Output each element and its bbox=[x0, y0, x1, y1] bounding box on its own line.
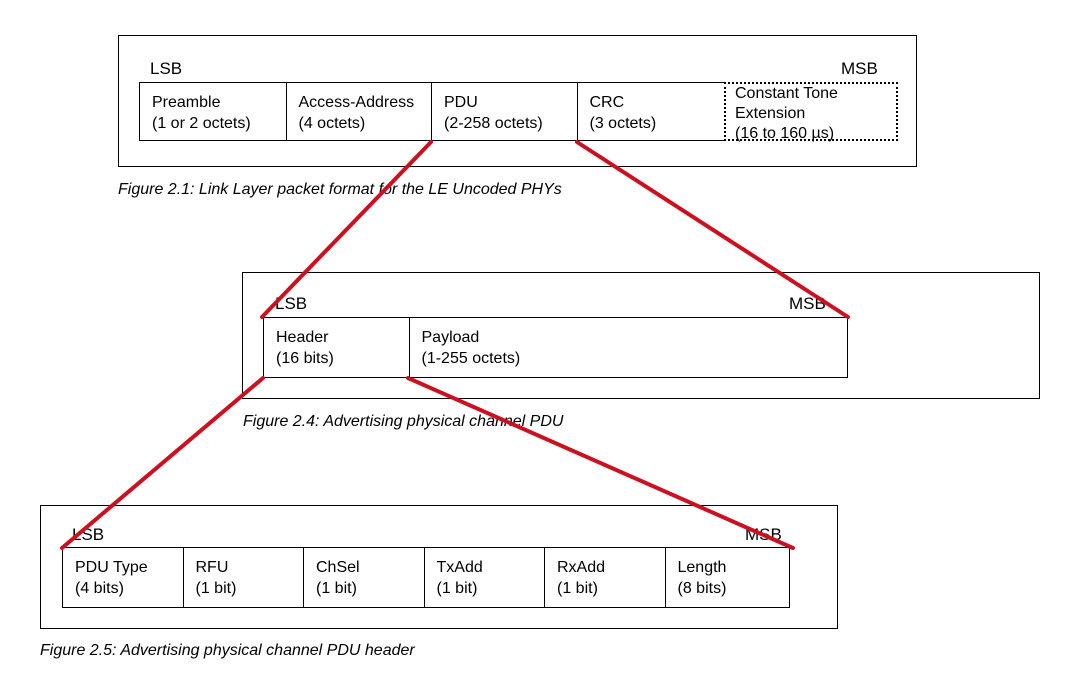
field-size: (1-255 octets) bbox=[421, 350, 521, 367]
field-name-line2: Extension bbox=[735, 105, 806, 122]
field-name: TxAdd bbox=[436, 559, 483, 576]
field-size: (16 bits) bbox=[276, 350, 334, 367]
field-name: Payload bbox=[421, 329, 480, 346]
fig-2-1-msb-label: MSB bbox=[841, 59, 878, 78]
fig-2-5-msb-label: MSB bbox=[745, 525, 782, 544]
field-size: (1 bit) bbox=[436, 580, 478, 597]
field-name: RFU bbox=[195, 559, 229, 576]
field-size: (4 octets) bbox=[298, 115, 366, 132]
field-size: (1 bit) bbox=[195, 580, 237, 597]
field-name: Preamble bbox=[152, 94, 221, 111]
field-size: (16 to 160 µs) bbox=[735, 125, 835, 142]
field-rxadd: RxAdd (1 bit) bbox=[544, 547, 666, 608]
field-name: ChSel bbox=[316, 559, 360, 576]
field-size: (4 bits) bbox=[75, 580, 124, 597]
field-size: (1 or 2 octets) bbox=[152, 115, 251, 132]
fig-2-5-lsb-label: LSB bbox=[72, 525, 105, 544]
field-size: (3 octets) bbox=[589, 115, 657, 132]
field-length: Length (8 bits) bbox=[664, 547, 790, 608]
figure-2-5-caption: Figure 2.5: Advertising physical channel… bbox=[40, 642, 415, 659]
field-txadd: TxAdd (1 bit) bbox=[423, 547, 546, 608]
figure-2-1-caption: Figure 2.1: Link Layer packet format for… bbox=[118, 181, 562, 198]
field-pdu: PDU (2-258 octets) bbox=[431, 82, 578, 141]
field-name: PDU Type bbox=[75, 559, 148, 576]
fig-2-4-lsb-label: LSB bbox=[275, 294, 308, 313]
field-name: Length bbox=[677, 559, 727, 576]
field-name: RxAdd bbox=[557, 559, 606, 576]
fig-2-1-lsb-label: LSB bbox=[150, 59, 183, 78]
field-size: (2-258 octets) bbox=[444, 115, 543, 132]
field-size: (1 bit) bbox=[557, 580, 598, 597]
field-size: (8 bits) bbox=[677, 580, 727, 597]
field-name: PDU bbox=[444, 94, 478, 111]
field-size: (1 bit) bbox=[316, 580, 357, 597]
field-rfu: RFU (1 bit) bbox=[182, 547, 305, 608]
pdu-header-row: PDU Type (4 bits) RFU (1 bit) ChSel (1 b… bbox=[62, 547, 790, 608]
field-name: Access-Address bbox=[298, 94, 415, 111]
field-pdu-type: PDU Type (4 bits) bbox=[62, 547, 184, 608]
advertising-pdu-row: Header (16 bits) Payload (1-255 octets) bbox=[263, 317, 848, 378]
fig-2-4-msb-label: MSB bbox=[789, 294, 826, 313]
field-header: Header (16 bits) bbox=[263, 317, 410, 378]
field-name: CRC bbox=[589, 94, 625, 111]
field-access-address: Access-Address (4 octets) bbox=[285, 82, 433, 141]
field-constant-tone-extension: Constant Tone Extension (16 to 160 µs) bbox=[724, 82, 898, 142]
field-payload: Payload (1-255 octets) bbox=[408, 317, 848, 378]
field-name: Header bbox=[276, 329, 329, 346]
figure-2-4-caption: Figure 2.4: Advertising physical channel… bbox=[243, 413, 564, 430]
field-preamble: Preamble (1 or 2 octets) bbox=[139, 82, 287, 141]
link-layer-packet-row: Preamble (1 or 2 octets) Access-Address … bbox=[139, 82, 898, 142]
field-crc: CRC (3 octets) bbox=[576, 82, 726, 141]
field-name-line1: Constant Tone bbox=[735, 85, 838, 102]
field-chsel: ChSel (1 bit) bbox=[303, 547, 425, 608]
